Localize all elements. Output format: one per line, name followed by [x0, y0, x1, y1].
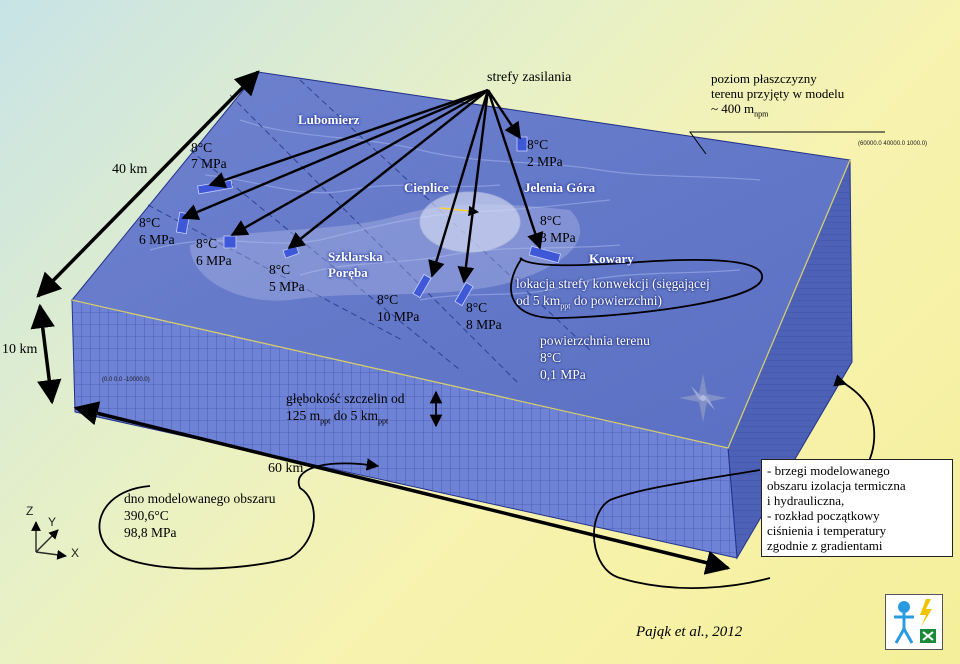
zone-label-6-temp: 8°C [466, 300, 488, 315]
fracture-depth-sub2: ppt [378, 416, 389, 426]
feed-zone-arrows [181, 88, 544, 284]
zone-label-3-temp: 8°C [196, 236, 218, 251]
terrain-plane-line3: ~ 400 m [711, 101, 755, 116]
zone-label-7-temp: 8°C [527, 137, 549, 152]
zone-label-2-pressure: 6 MPa [139, 232, 175, 247]
boundary-line5: ciśnienia i temperatury [767, 523, 887, 538]
terrain-plane-line3-sub: npm [754, 109, 769, 119]
terrain-plane-line1: poziom płaszczyzny [711, 71, 817, 86]
boundary-callout-loop [593, 469, 771, 589]
boundary-conditions-box: - brzegi modelowanego obszaru izolacja t… [761, 459, 953, 557]
terrain-plane-line2: terenu przyjęty w modelu [711, 86, 845, 101]
convection-callout-loop [510, 257, 763, 319]
width-dimension-arrow [36, 70, 260, 298]
zone-label-5-temp: 8°C [377, 292, 399, 307]
zone-label-1-temp: 8°C [191, 140, 213, 155]
logo-figure-icon [894, 599, 936, 644]
boundary-line2: obszaru izolacja termiczna [767, 478, 906, 493]
boundary-line6: zgodnie z gradientami [767, 538, 883, 553]
convection-note-line1: lokacja strefy konwekcji (sięgającej [516, 276, 710, 291]
zone-label-1-pressure: 7 MPa [191, 156, 227, 171]
city-cieplice: Cieplice [404, 180, 449, 195]
surface-note-line3: 0,1 MPa [540, 367, 586, 382]
boundary-line1: - brzegi modelowanego [767, 463, 890, 478]
surface-note-line1: powierzchnia terenu [540, 333, 650, 348]
convection-zone [419, 191, 521, 253]
fracture-depth-line1: głębokość szczelin od [286, 391, 405, 406]
fracture-depth-line2: 125 mppt do 5 kmppt [286, 408, 388, 429]
city-jelenia-gora: Jelenia Góra [524, 180, 596, 195]
zone-label-8-temp: 8°C [540, 213, 562, 228]
bottom-callout-loop [98, 458, 380, 570]
zone-label-4-pressure: 5 MPa [269, 279, 305, 294]
axis-x-label: X [71, 546, 80, 560]
depth-dimension-label: 10 km [2, 342, 38, 357]
zone-label-5-pressure: 10 MPa [377, 309, 420, 324]
convection-note-line2b: do powierzchni) [570, 293, 662, 308]
zone-label-4-temp: 8°C [269, 262, 291, 277]
axis-triad [31, 521, 67, 560]
axis-y-label: Y [48, 515, 57, 529]
convection-note-line2: od 5 kmppt do powierzchni) [516, 293, 662, 314]
corner-coordinate-top: (60000.0 40000.0 1000.0) [858, 141, 928, 147]
bottom-note-line3: 98,8 MPa [124, 525, 177, 540]
axis-z-label: Z [26, 504, 34, 518]
bottom-note-line2: 390,6°C [124, 508, 169, 523]
terrain-plane-leader [689, 131, 885, 155]
zone-label-2-temp: 8°C [139, 215, 161, 230]
terrain-plane-note: poziom płaszczyzny terenu przyjęty w mod… [706, 68, 849, 125]
zone-label-6-pressure: 8 MPa [466, 317, 502, 332]
width-dimension-label: 40 km [112, 162, 148, 177]
zone-label-3-pressure: 6 MPa [196, 253, 232, 268]
feed-zones-label: strefy zasilania [487, 70, 572, 85]
city-lubomierz: Lubomierz [298, 112, 360, 127]
institution-logo [885, 594, 943, 650]
fracture-depth-line2b: do 5 km [330, 408, 379, 423]
corner-coordinate-left: (0.0 0.0 -10000.0) [102, 377, 150, 383]
bottom-note-line1: dno modelowanego obszaru [124, 491, 276, 506]
boundary-line4: - rozkład początkowy [767, 508, 880, 523]
fracture-depth-line2a: 125 m [286, 408, 321, 423]
citation: Pająk et al., 2012 [636, 624, 743, 640]
city-szklarska-poreba-1: Szklarska [328, 249, 383, 264]
city-kowary: Kowary [589, 251, 634, 266]
zone-label-7-pressure: 2 MPa [527, 154, 563, 169]
boundary-line3: i hydrauliczna, [767, 493, 845, 508]
map-grid [147, 79, 591, 386]
convection-note-line2a: od 5 km [516, 293, 561, 308]
city-szklarska-poreba-2: Poręba [328, 265, 368, 280]
depth-dimension-arrow [30, 303, 62, 405]
convection-note-line2-sub: ppt [560, 301, 571, 311]
fracture-depth-sub1: ppt [320, 416, 331, 426]
length-dimension-arrow [73, 401, 731, 575]
zone-label-8-pressure: 3 MPa [540, 230, 576, 245]
length-dimension-label: 60 km [268, 461, 304, 476]
surface-note-line2: 8°C [540, 350, 562, 365]
